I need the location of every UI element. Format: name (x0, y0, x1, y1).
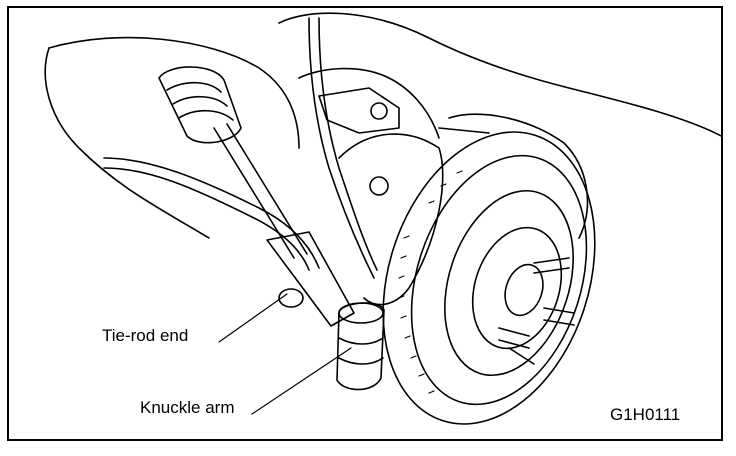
body-outline (44, 36, 300, 239)
tie-rod-end-label: Tie-rod end (102, 326, 189, 345)
rotor-vents (398, 170, 463, 394)
figure-code: G1H0111 (610, 405, 681, 424)
brake-caliper (448, 113, 589, 239)
stabilizer-bar (103, 157, 320, 269)
tie-rod (213, 127, 295, 259)
stabilizer-bar-2 (103, 167, 310, 271)
brake-line-2 (318, 17, 378, 271)
illustration-frame (7, 6, 723, 441)
tie-rod-boot (158, 66, 242, 144)
brake-rotor (382, 131, 596, 425)
strut-outline-2 (298, 67, 440, 139)
steering-knuckle (338, 133, 444, 306)
brake-line (308, 17, 375, 279)
strut-outline (278, 12, 721, 137)
tie-rod-end-leader (218, 293, 288, 343)
tie-rod-end-body (266, 231, 355, 327)
suspension-illustration (44, 12, 721, 425)
wheel-studs (498, 257, 575, 365)
knuckle-arm-label: Knuckle arm (140, 398, 235, 417)
knuckle-arm (336, 302, 385, 391)
knuckle-arm-leader (251, 347, 352, 415)
wheel-hub (471, 226, 563, 350)
